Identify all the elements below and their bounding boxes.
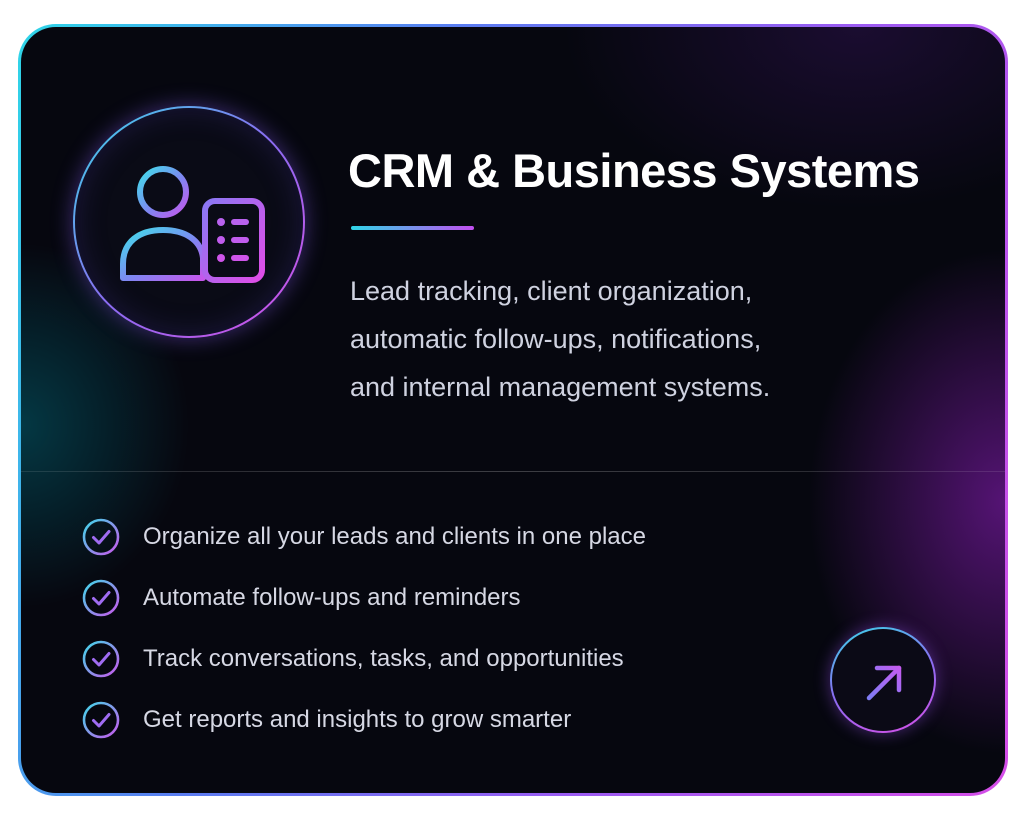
feature-text: Track conversations, tasks, and opportun… bbox=[143, 645, 624, 672]
feature-item: Track conversations, tasks, and opportun… bbox=[81, 635, 646, 683]
hero-icon-circle bbox=[73, 106, 305, 338]
check-circle-icon bbox=[82, 640, 120, 678]
description-line: automatic follow-ups, notifications, bbox=[350, 324, 762, 354]
description-line: Lead tracking, client organization, bbox=[350, 276, 753, 306]
open-details-button[interactable] bbox=[830, 627, 936, 733]
feature-item: Organize all your leads and clients in o… bbox=[81, 513, 646, 561]
card-title: CRM & Business Systems bbox=[348, 144, 920, 197]
feature-item: Get reports and insights to grow smarter bbox=[81, 696, 646, 744]
check-circle-icon bbox=[82, 518, 120, 556]
feature-list: Organize all your leads and clients in o… bbox=[81, 513, 646, 757]
feature-text: Automate follow-ups and reminders bbox=[143, 584, 521, 611]
feature-text: Organize all your leads and clients in o… bbox=[143, 523, 646, 550]
feature-text: Get reports and insights to grow smarter bbox=[143, 706, 572, 733]
arrow-up-right-icon bbox=[866, 665, 902, 701]
title-accent-line bbox=[351, 226, 474, 230]
check-circle-icon bbox=[82, 701, 120, 739]
description-line: and internal management systems. bbox=[350, 372, 771, 402]
crm-card: CRM & Business Systems Lead tracking, cl… bbox=[21, 27, 1005, 793]
feature-item: Automate follow-ups and reminders bbox=[81, 574, 646, 622]
check-circle-icon bbox=[82, 579, 120, 617]
user-list-icon bbox=[120, 166, 265, 283]
card-description: Lead tracking, client organization, auto… bbox=[350, 267, 910, 411]
section-divider bbox=[21, 471, 1005, 472]
card-frame: CRM & Business Systems Lead tracking, cl… bbox=[18, 24, 1008, 796]
